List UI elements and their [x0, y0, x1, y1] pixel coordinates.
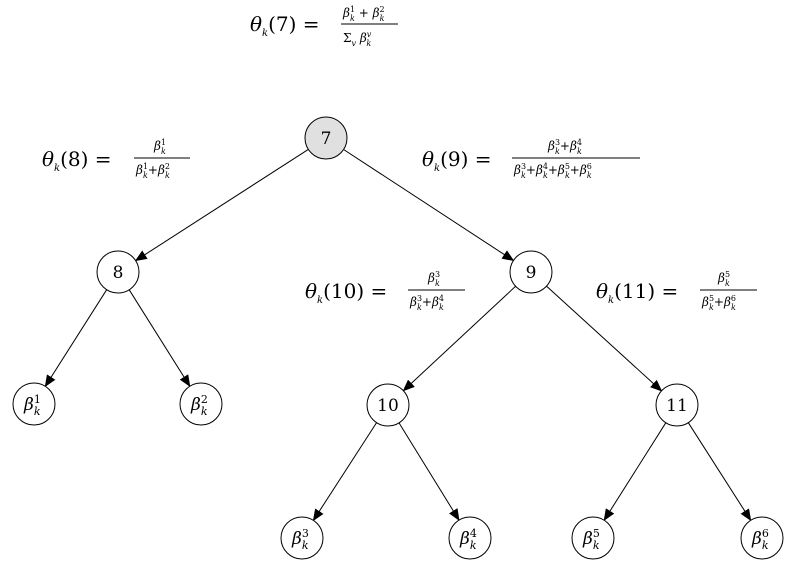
node-circle-9 [509, 250, 553, 294]
equation-theta7-lhs: θk(7) = [250, 12, 320, 39]
edge-11-b5 [603, 422, 667, 522]
edge-9-10 [402, 285, 516, 392]
equation-theta10-lhs: θk(10) = [305, 279, 387, 306]
edge-9-11 [546, 285, 663, 392]
node-circle-7 [304, 116, 348, 160]
leaf-circle-b4 [448, 516, 492, 560]
edges [44, 148, 752, 522]
node-label-7: 7 [321, 129, 332, 149]
node-label-9: 9 [526, 263, 537, 283]
equation-theta8-lhs: θk(8) = [42, 147, 112, 174]
node-8: 8 [96, 250, 140, 294]
equation-theta11-lhs: θk(11) = [596, 279, 678, 306]
equation-theta9-lhs: θk(9) = [422, 147, 492, 174]
edge-10-b3 [312, 422, 378, 522]
node-label-10: 10 [377, 396, 399, 416]
leaf-circle-b6 [740, 516, 784, 560]
node-7: 7 [304, 116, 348, 160]
node-circle-10 [366, 383, 410, 427]
node-circle-11 [655, 383, 699, 427]
leaf-circle-b3 [280, 516, 324, 560]
leaf-circle-b5 [571, 516, 615, 560]
edge-8-b1 [44, 289, 108, 388]
node-9: 9 [509, 250, 553, 294]
node-circle-8 [96, 250, 140, 294]
node-label-8: 8 [113, 263, 124, 283]
edge-7-9 [343, 149, 515, 262]
edge-8-b2 [128, 289, 191, 388]
edge-7-8 [134, 148, 309, 262]
edge-10-b4 [398, 422, 460, 521]
node-10: 10 [366, 383, 410, 427]
leaf-circle-b1 [12, 382, 56, 426]
leaf-circle-b2 [179, 382, 223, 426]
node-label-11: 11 [666, 396, 688, 416]
edge-11-b6 [687, 422, 752, 522]
node-11: 11 [655, 383, 699, 427]
